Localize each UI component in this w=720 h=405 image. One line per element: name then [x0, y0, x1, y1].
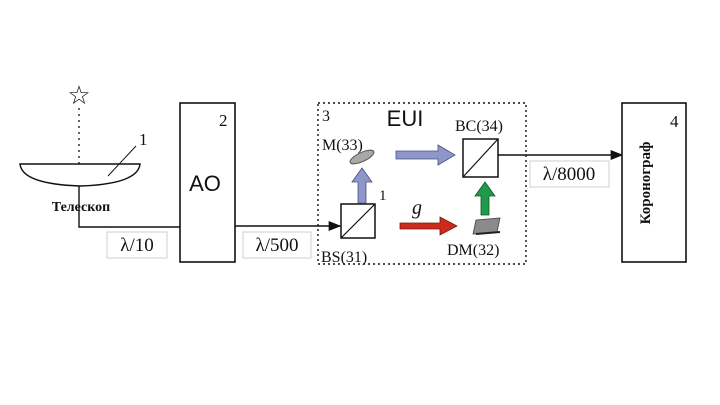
star-icon: ☆	[67, 80, 90, 110]
green-arrow-dm-to-bc	[474, 181, 496, 216]
coronagraph-label: Коронограф	[638, 142, 654, 225]
bs-marker: 1	[379, 188, 387, 204]
mirror-m33	[349, 149, 375, 165]
coronagraph-box	[621, 102, 687, 263]
wavefront-box-eui	[529, 160, 610, 188]
wavefront-ao-out: λ/500	[256, 235, 299, 256]
dm32-face	[475, 231, 501, 235]
bs31-label: BS(31)	[321, 249, 367, 266]
bc34-label: BC(34)	[455, 118, 503, 135]
telescope-number: 1	[139, 130, 148, 149]
eui-number: 3	[322, 108, 330, 125]
blue-arrow-mirror-to-bc	[395, 144, 456, 166]
bs31-diagonal	[340, 203, 376, 239]
wavefront-box-telescope	[106, 231, 168, 259]
wavefront-box-ao	[242, 231, 312, 259]
m33-label: M(33)	[322, 137, 363, 154]
dm32-label: DM(32)	[447, 242, 499, 259]
g-label: g	[412, 197, 422, 219]
ao-box	[179, 102, 236, 263]
red-arrow-bs-to-dm	[399, 216, 458, 236]
beam-telescope-to-ao	[78, 186, 197, 233]
eui-label: EUI	[387, 106, 424, 131]
bc34-diagonal	[462, 138, 499, 178]
telescope-dish	[19, 163, 141, 187]
telescope-caption: Телескоп	[52, 200, 110, 215]
blue-arrow-bs-to-mirror	[351, 167, 373, 204]
ao-number: 2	[219, 111, 228, 130]
ao-label: AO	[189, 171, 221, 196]
coronagraph-number: 4	[670, 112, 679, 131]
wavefront-eui-out: λ/8000	[543, 164, 596, 185]
wavefront-telescope-out: λ/10	[120, 235, 154, 256]
telescope-leader-line	[107, 145, 137, 177]
